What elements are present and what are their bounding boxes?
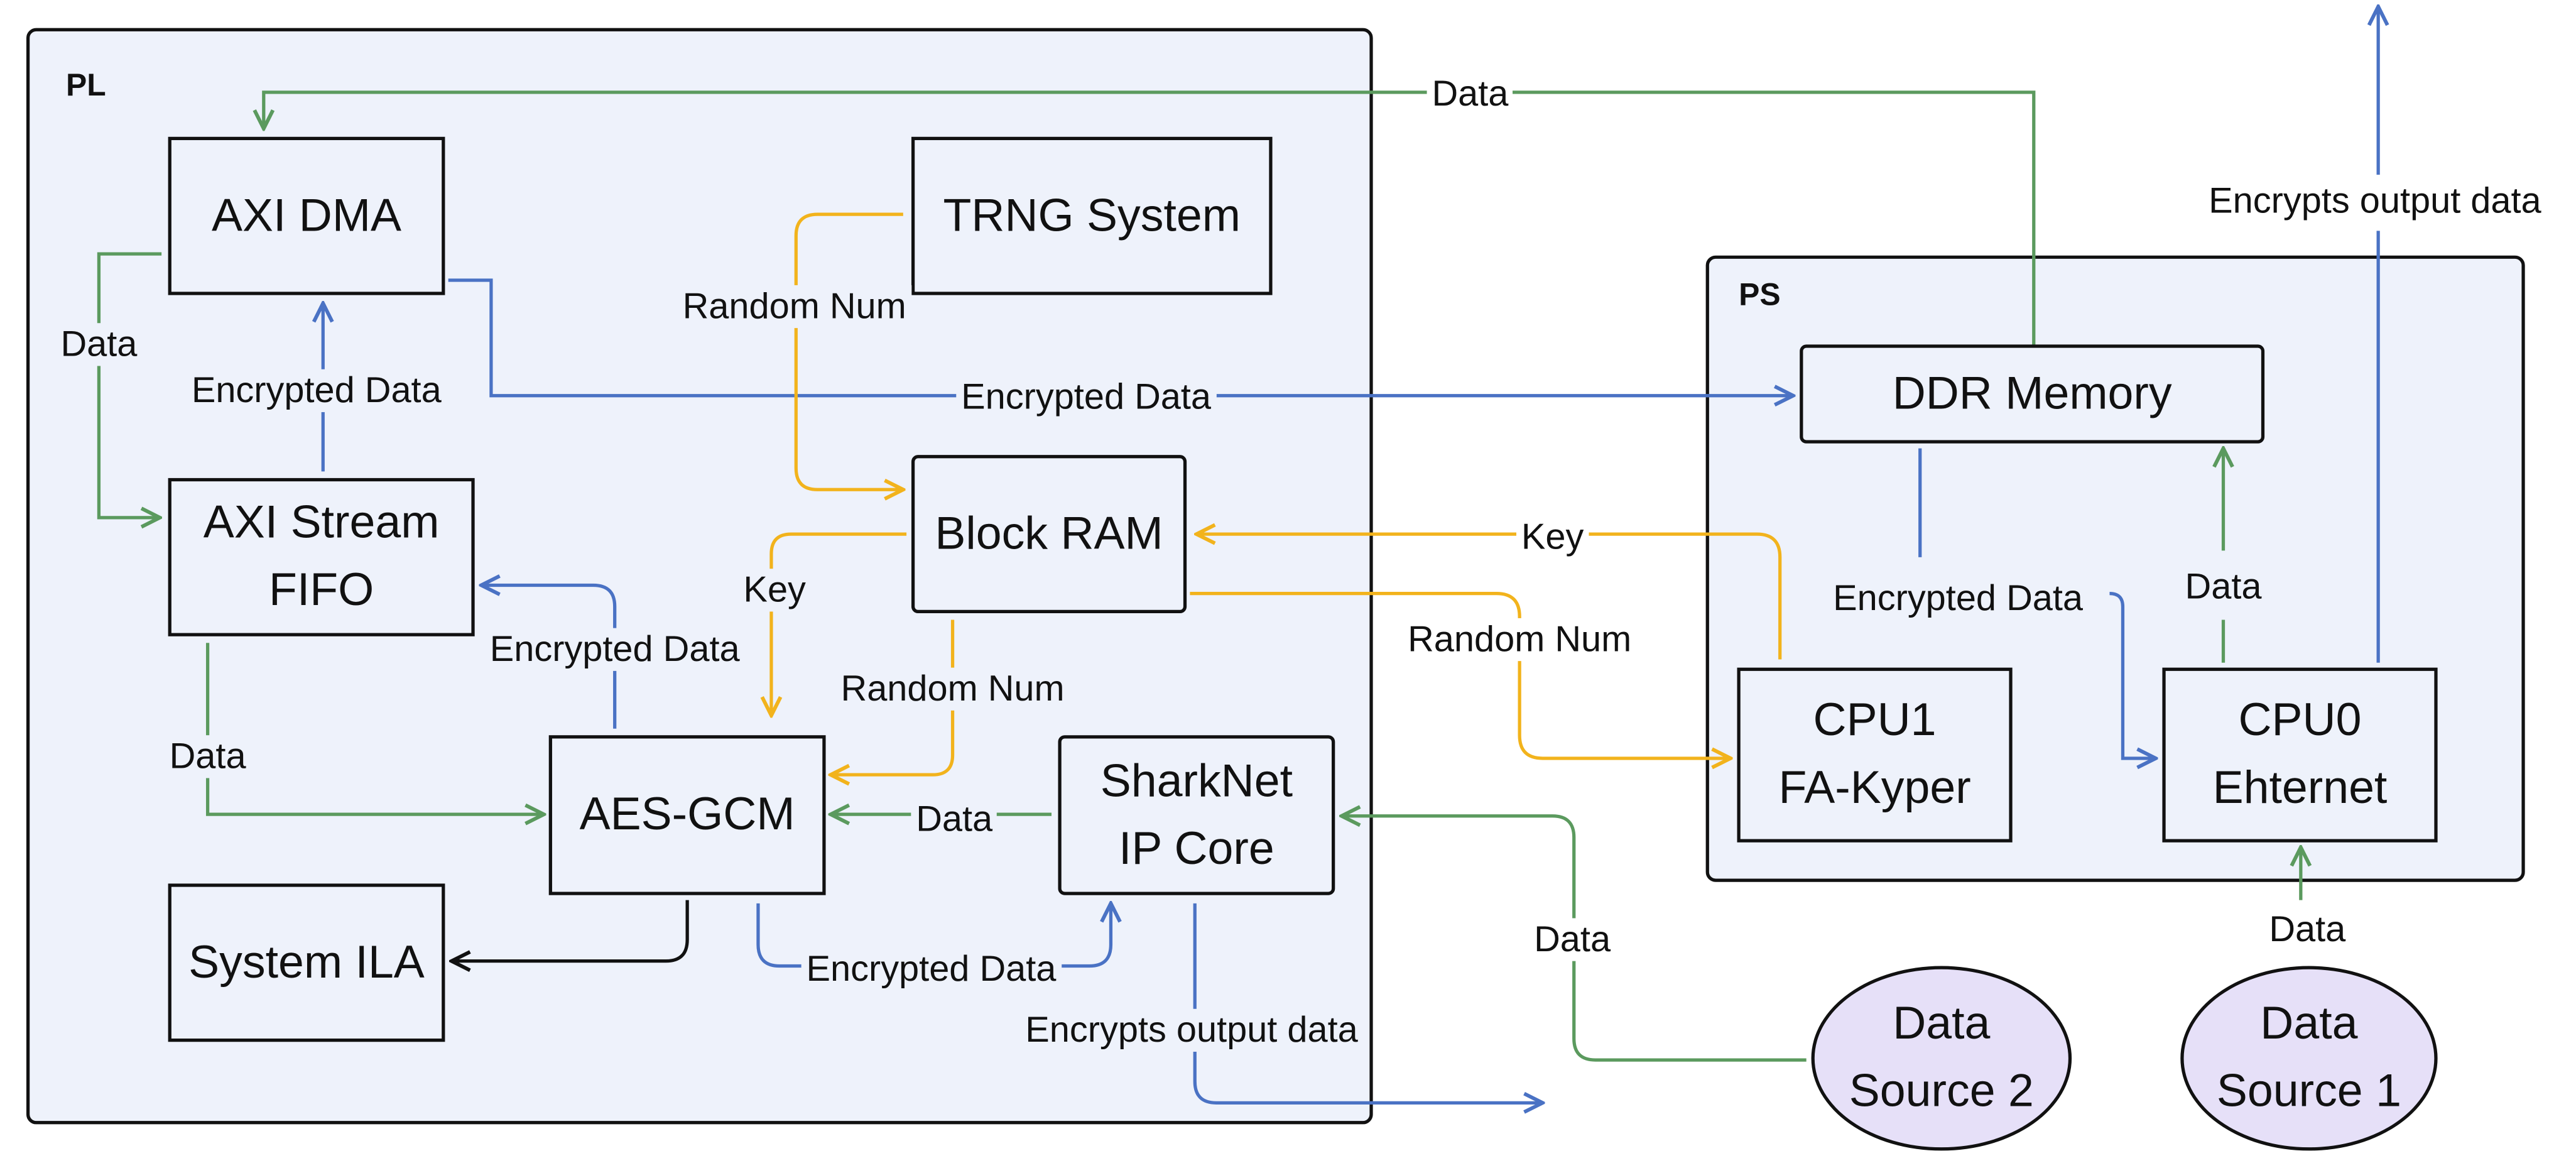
- label-random-num-bram-aes: Random Num: [835, 667, 1070, 711]
- label-encrypts-output-shark: Encrypts output data: [1020, 1008, 1363, 1052]
- axi-stream-fifo-block[interactable]: AXI Stream FIFO: [168, 477, 475, 636]
- aes-gcm-block[interactable]: AES-GCM: [548, 735, 826, 895]
- label-key-bram-aes: Key: [738, 569, 811, 612]
- wire-bram-to-aes-key: [771, 532, 907, 716]
- ps-region-title: PS: [1739, 278, 1781, 314]
- label-data-fifo-aes: Data: [164, 735, 251, 778]
- cpu1-block[interactable]: CPU1 FA-Kyper: [1737, 667, 2013, 843]
- wire-dma-to-fifo: [97, 252, 161, 518]
- label-data-source1: Data: [2264, 908, 2351, 951]
- label-data-dma-fifo: Data: [55, 323, 143, 366]
- axi-dma-block[interactable]: AXI DMA: [168, 136, 445, 295]
- label-encrypted-fifo-dma: Encrypted Data: [186, 369, 447, 412]
- label-encrypts-output-top: Encrypts output data: [2204, 179, 2546, 223]
- label-encrypted-aes-fifo: Encrypted Data: [484, 628, 745, 671]
- label-data-top: Data: [1427, 72, 1514, 116]
- ddr-memory-block[interactable]: DDR Memory: [1800, 344, 2265, 444]
- sharknet-ip-core-block[interactable]: SharkNet IP Core: [1058, 735, 1335, 895]
- wire-trng-to-bram: [794, 212, 903, 489]
- trng-system-block[interactable]: TRNG System: [911, 136, 1273, 295]
- cpu0-block[interactable]: CPU0 Ehternet: [2162, 667, 2438, 843]
- wire-ddr-to-dma: [264, 90, 2036, 346]
- label-data-shark-aes: Data: [911, 797, 998, 841]
- wire-shark-output: [1193, 903, 1543, 1103]
- wire-fifo-to-aes: [205, 643, 544, 814]
- block-ram-block[interactable]: Block RAM: [911, 455, 1187, 614]
- wire-bram-to-cpu1: [1190, 591, 1731, 758]
- wire-ddr-to-cpu0: [2109, 591, 2155, 758]
- system-ila-block[interactable]: System ILA: [168, 883, 445, 1042]
- label-data-cpu0-ddr: Data: [2180, 565, 2267, 609]
- label-random-num-cpu1: Random Num: [1403, 618, 1637, 662]
- label-random-num-trng: Random Num: [677, 285, 911, 329]
- data-source-2-node[interactable]: Data Source 2: [1811, 966, 2072, 1151]
- wire-bram-to-aes-random: [830, 619, 955, 775]
- wire-aes-to-fifo: [481, 585, 617, 729]
- wire-aes-to-ila: [452, 900, 689, 961]
- pl-region-title: PL: [65, 69, 106, 104]
- label-encrypted-aes-shark: Encrypted Data: [801, 947, 1062, 991]
- label-data-source2: Data: [1529, 918, 1616, 961]
- wire-cpu1-to-bram: [1197, 534, 1782, 660]
- label-key-cpu1: Key: [1516, 516, 1589, 559]
- label-encrypted-dma-ddr: Encrypted Data: [956, 376, 1216, 419]
- data-source-1-node[interactable]: Data Source 1: [2180, 966, 2438, 1151]
- label-encrypted-ddr-cpu0: Encrypted Data: [1828, 577, 2088, 620]
